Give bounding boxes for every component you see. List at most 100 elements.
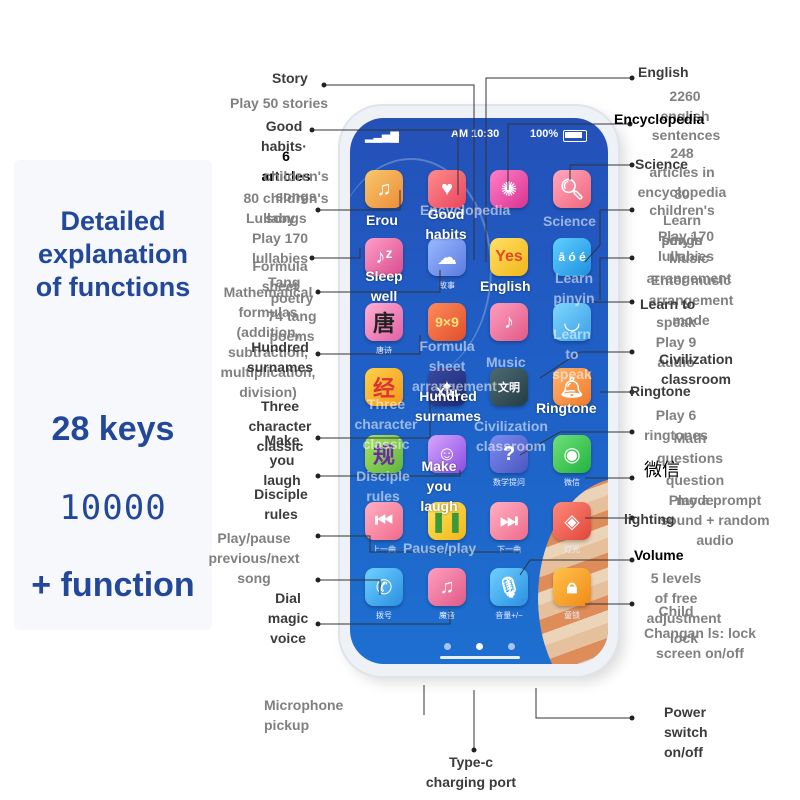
- encyclopedia-app-button[interactable]: ✺: [490, 170, 528, 208]
- volume-button[interactable]: 🎙︎: [490, 568, 528, 606]
- callout-lullabies: lullabies: [657, 248, 715, 264]
- headline-detailed-explanation: Detailed explanation of functions: [18, 205, 208, 304]
- callout-civilization-1: Civilization: [659, 351, 733, 367]
- callout-magic: magic: [267, 610, 309, 626]
- lullaby-app-button[interactable]: ♪ᶻ: [365, 238, 403, 276]
- callout-play170-left-1: Play 170: [251, 230, 309, 246]
- overlay-learn-pinyin: Learn pinyin: [544, 268, 604, 308]
- callout-play170-1: Play 170: [657, 228, 715, 244]
- callout-5-levels: 5 levels of free: [640, 568, 712, 608]
- callout-random-prompt: Play a prompt sound + random audio: [650, 490, 780, 550]
- page-dot-active[interactable]: [476, 643, 483, 650]
- headline-line-2: explanation: [37, 239, 189, 269]
- callout-onoff: on/off: [664, 744, 703, 760]
- callout-2260-1: 2260: [669, 88, 701, 104]
- callout-five-levels: 5 levels: [650, 570, 702, 586]
- callout-play6-1: Play 6: [655, 407, 697, 423]
- music-arrangement-app-button[interactable]: ♪: [490, 303, 528, 341]
- callout-six-articles: 6 articles: [256, 146, 316, 186]
- tang-poetry-app-button[interactable]: 唐: [365, 303, 403, 341]
- wechat-app-button[interactable]: ◉: [553, 435, 591, 473]
- hundred-surnames-app-button[interactable]: ✦: [428, 368, 466, 406]
- child-lock-button[interactable]: 🔒︎: [553, 568, 591, 606]
- callout-typec: Type-c charging port: [416, 752, 526, 792]
- children-song-app-button[interactable]: ♫: [365, 170, 403, 208]
- light-icon: ◈: [564, 510, 580, 533]
- page-dot[interactable]: [444, 643, 451, 650]
- overlay-arrangement: arrangement: [412, 378, 497, 394]
- headline-count: 10000: [59, 488, 167, 528]
- gui-char-icon: 规: [372, 443, 395, 468]
- learn-to-speak-app-button[interactable]: ◡: [553, 303, 591, 341]
- callout-math-1: Math: [673, 430, 707, 446]
- pinyin-app-button[interactable]: ā ó é: [553, 238, 591, 276]
- overlay-good-habits: Good habits: [418, 204, 474, 244]
- line-volume: [519, 559, 632, 576]
- page-dot[interactable]: [508, 643, 515, 650]
- callout-changan-1: Changan ls: lock: [643, 625, 757, 641]
- formula-sheet-app-button[interactable]: 9×9: [428, 303, 466, 341]
- callout-math-formulas: Mathematical formulas (addition, subtrac…: [208, 282, 328, 402]
- callout-make: Make: [264, 432, 300, 448]
- overlay-pinyin: pinyin: [553, 290, 595, 306]
- callout-microphone: Microphone pickup: [264, 695, 343, 735]
- callout-lighting: lighting: [624, 511, 675, 527]
- story-app-sub: 故事: [439, 281, 455, 290]
- callout-audio2: audio: [696, 532, 734, 548]
- overlay-habits: habits: [425, 226, 467, 242]
- line-math: [519, 431, 632, 456]
- line-lullaby: [312, 248, 361, 259]
- callout-formula: Formula: [252, 258, 308, 274]
- previous-song-button[interactable]: ⏮: [365, 502, 403, 540]
- story-app-button[interactable]: ☁: [428, 238, 466, 276]
- three-character-classic-app-button[interactable]: 经: [365, 368, 403, 406]
- callout-songs3: songs: [661, 232, 703, 248]
- callout-laugh: laugh: [263, 472, 301, 488]
- line-learn-pinyin: [584, 209, 632, 263]
- math-question-app-button[interactable]: ?: [490, 435, 528, 473]
- line-make-laugh: [318, 470, 461, 477]
- next-song-button[interactable]: ⏭: [490, 502, 528, 540]
- disciple-rules-app-button[interactable]: 规: [365, 435, 403, 473]
- headline-function: + function: [31, 566, 195, 604]
- callout-wechat: 微信: [644, 460, 680, 480]
- pause-play-button[interactable]: ❚❚: [428, 502, 466, 540]
- overlay-hundred: Hundred: [419, 388, 477, 404]
- line-dial: [318, 579, 381, 595]
- light-sub: 灯光: [564, 545, 580, 554]
- magic-voice-button[interactable]: ♫: [428, 568, 466, 606]
- overlay-science: Science: [543, 213, 596, 229]
- line-tang: [318, 270, 441, 293]
- callout-formula-sheet: Formula sheet: [240, 256, 320, 296]
- pinyin-icon: ā ó é: [558, 250, 586, 264]
- overlay-character: character: [354, 416, 418, 432]
- line-three-char: [318, 390, 431, 439]
- battery-icon: [563, 130, 587, 142]
- overlay-make: Make: [421, 458, 457, 474]
- overlay-english: English: [480, 278, 531, 294]
- ringtone-app-button[interactable]: 🔔︎: [553, 368, 591, 406]
- line-childrens-songs: [318, 190, 401, 211]
- english-app-button[interactable]: Yes: [490, 238, 528, 276]
- overlay-learn: Learn: [554, 270, 594, 286]
- overlay-hundred-surnames: Hundred surnames: [406, 386, 490, 426]
- overlay-to: to: [565, 346, 579, 362]
- line-english: [485, 77, 632, 262]
- light-button[interactable]: ◈: [553, 502, 591, 540]
- music-note-icon: ♫: [376, 177, 392, 200]
- civilization-classroom-app-button[interactable]: 文明: [490, 368, 528, 406]
- make-you-laugh-app-button[interactable]: ☺: [428, 435, 466, 473]
- next-icon: ⏭: [500, 509, 518, 532]
- good-habits-app-button[interactable]: ♥: [428, 170, 466, 208]
- callout-three-character: Three character classic: [240, 396, 320, 456]
- callout-poems: poems: [269, 328, 315, 344]
- tang-char-icon: 唐: [372, 311, 395, 336]
- surname-icon: ✦: [440, 379, 454, 396]
- callout-switch: switch: [664, 724, 708, 740]
- callout-disciple-rules: Disciple rules: [246, 484, 316, 524]
- callout-pinyin: pinyin: [661, 232, 703, 248]
- callout-surnames: surnames: [246, 359, 314, 375]
- chat-icon: ◡: [564, 311, 580, 334]
- science-app-button[interactable]: 🔍︎: [553, 170, 591, 208]
